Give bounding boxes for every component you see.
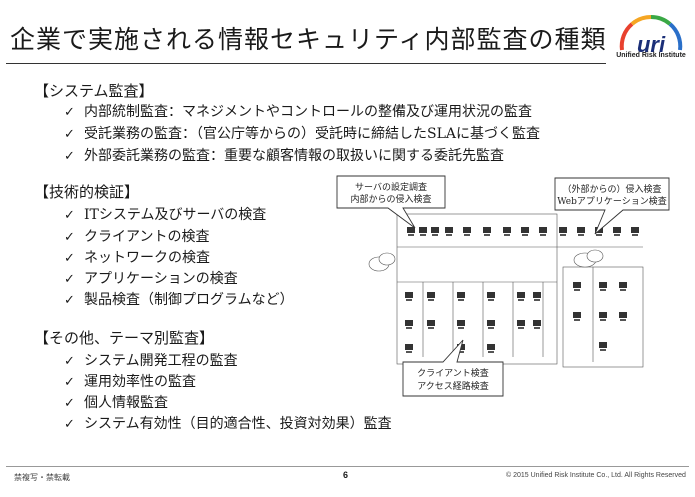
list-item: ✓ネットワークの検査 [64, 250, 210, 266]
check-icon: ✓ [64, 396, 75, 411]
list-item: ✓ITシステム及びサーバの検査 [64, 207, 267, 223]
footer-divider [6, 466, 689, 467]
check-icon: ✓ [64, 105, 75, 120]
svg-text:（外部からの）侵入検査: （外部からの）侵入検査 [562, 183, 661, 195]
check-icon: ✓ [64, 417, 75, 432]
svg-text:サーバの設定調査: サーバの設定調査 [355, 181, 427, 193]
list-item: ✓アプリケーションの検査 [64, 271, 238, 287]
section-heading-technical-verification: 【技術的検証】 [34, 183, 140, 201]
list-item: ✓運用効率性の監査 [64, 374, 196, 390]
check-icon: ✓ [64, 149, 75, 164]
list-item: ✓内部統制監査：マネジメントやコントロールの整備及び運用状況の監査 [64, 104, 532, 120]
callout-client-inspection: クライアント検査 アクセス経路検査 [402, 339, 504, 397]
network-map [396, 213, 644, 368]
network-diagram: サーバの設定調査 内部からの侵入検査 （外部からの）侵入検査 Webアプリケーシ… [336, 175, 670, 397]
footer-confidential: 禁複写・禁転載 [14, 473, 70, 482]
section-heading-thematic-audit: 【その他、テーマ別監査】 [34, 329, 215, 347]
list-item: ✓受託業務の監査：（官公庁等からの）受託時に締結したSLAに基づく監査 [64, 126, 540, 142]
section-heading-system-audit: 【システム監査】 [34, 82, 154, 100]
internet-cloud-icon [368, 252, 396, 272]
list-item: ✓製品検査（制御プログラムなど） [64, 292, 294, 308]
check-icon: ✓ [64, 293, 75, 308]
callout-server-inspection: サーバの設定調査 内部からの侵入検査 [336, 175, 446, 229]
check-icon: ✓ [64, 272, 75, 287]
client-icons [405, 282, 627, 353]
svg-text:内部からの侵入検査: 内部からの侵入検査 [350, 193, 431, 205]
list-item: ✓個人情報監査 [64, 395, 168, 411]
check-icon: ✓ [64, 230, 75, 245]
list-item: ✓システム開発工程の監査 [64, 353, 238, 369]
check-icon: ✓ [64, 127, 75, 142]
footer-copyright: © 2015 Unified Risk Institute Co., Ltd. … [506, 472, 686, 479]
logo-wordmark: uri [637, 32, 666, 57]
page-number: 6 [343, 470, 349, 480]
slide-title: 企業で実施される情報セキュリティ内部監査の種類 [10, 25, 607, 54]
check-icon: ✓ [64, 354, 75, 369]
check-icon: ✓ [64, 375, 75, 390]
callout-web-inspection: （外部からの）侵入検査 Webアプリケーション検査 [554, 177, 670, 235]
svg-text:クライアント検査: クライアント検査 [417, 367, 489, 379]
logo-subtext: Unified Risk Institute [616, 52, 686, 59]
external-cloud-icon [573, 249, 604, 268]
server-icons [407, 227, 639, 236]
svg-text:Webアプリケーション検査: Webアプリケーション検査 [557, 195, 666, 207]
check-icon: ✓ [64, 208, 75, 223]
uri-logo: uri [619, 14, 683, 57]
list-item: ✓システム有効性（目的適合性、投資対効果）監査 [64, 416, 392, 432]
title-underline [6, 63, 606, 64]
svg-text:アクセス経路検査: アクセス経路検査 [417, 380, 489, 392]
list-item: ✓クライアントの検査 [64, 229, 210, 245]
check-icon: ✓ [64, 251, 75, 266]
list-item: ✓外部委託業務の監査：重要な顧客情報の取扱いに関する委託先監査 [64, 148, 504, 164]
